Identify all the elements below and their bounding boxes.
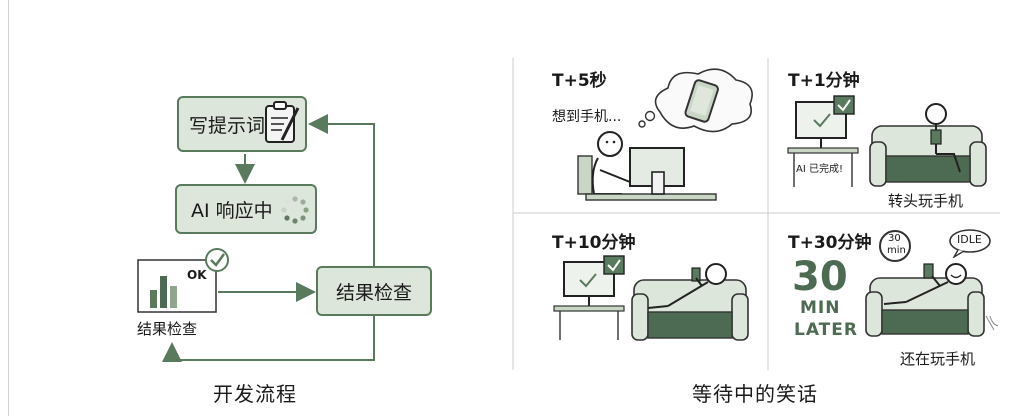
- panel4-title: T+30分钟: [788, 233, 872, 253]
- loading-spinner-icon: [281, 196, 309, 224]
- flow-arrows: [162, 114, 375, 362]
- panel2-caption: 转头玩手机: [888, 192, 964, 210]
- big-later: LATER: [794, 320, 858, 340]
- panel4-scene: [865, 263, 999, 337]
- big-number: 30: [792, 254, 848, 300]
- left-edge-line: [8, 0, 9, 416]
- panel1-scene: [577, 68, 753, 201]
- idle-bubble-icon: [949, 229, 991, 258]
- panel2-monitor-note: AI 已完成!: [796, 164, 843, 175]
- step-check-box: 结果检查: [316, 266, 432, 316]
- panel3-title: T+10分钟: [552, 233, 636, 253]
- step-ai-label: AI 响应中: [191, 199, 273, 222]
- panel3-scene: [553, 255, 749, 341]
- clipboard-pen-icon: [265, 101, 300, 143]
- chart-ok-label: OK: [187, 268, 207, 282]
- panel1-title: T+5秒: [552, 71, 607, 91]
- arrow-check-to-chart: [162, 316, 375, 362]
- thought-cloud-icon: [638, 68, 753, 133]
- result-chart-icon: [137, 248, 229, 313]
- step-check-label: 结果检查: [335, 281, 412, 304]
- idle-bubble-text: IDLE: [957, 233, 982, 246]
- panel2-title: T+1分钟: [788, 71, 860, 91]
- right-caption: 等待中的笑话: [692, 382, 818, 406]
- chart-caption: 结果检查: [137, 320, 198, 338]
- clock-icon: [879, 230, 911, 262]
- panel4-caption: 还在玩手机: [900, 350, 976, 368]
- step-ai-box: AI 响应中: [175, 184, 317, 234]
- left-caption: 开发流程: [213, 382, 297, 406]
- clock-value: 30: [888, 233, 901, 244]
- big-min: MIN: [800, 298, 841, 318]
- panel2-scene: [787, 95, 987, 187]
- clock-unit: min: [887, 245, 906, 256]
- step-write-label: 写提示词: [189, 114, 266, 137]
- arrow-check-to-write: [308, 114, 375, 266]
- panel1-thought-text: 想到手机...: [552, 109, 622, 125]
